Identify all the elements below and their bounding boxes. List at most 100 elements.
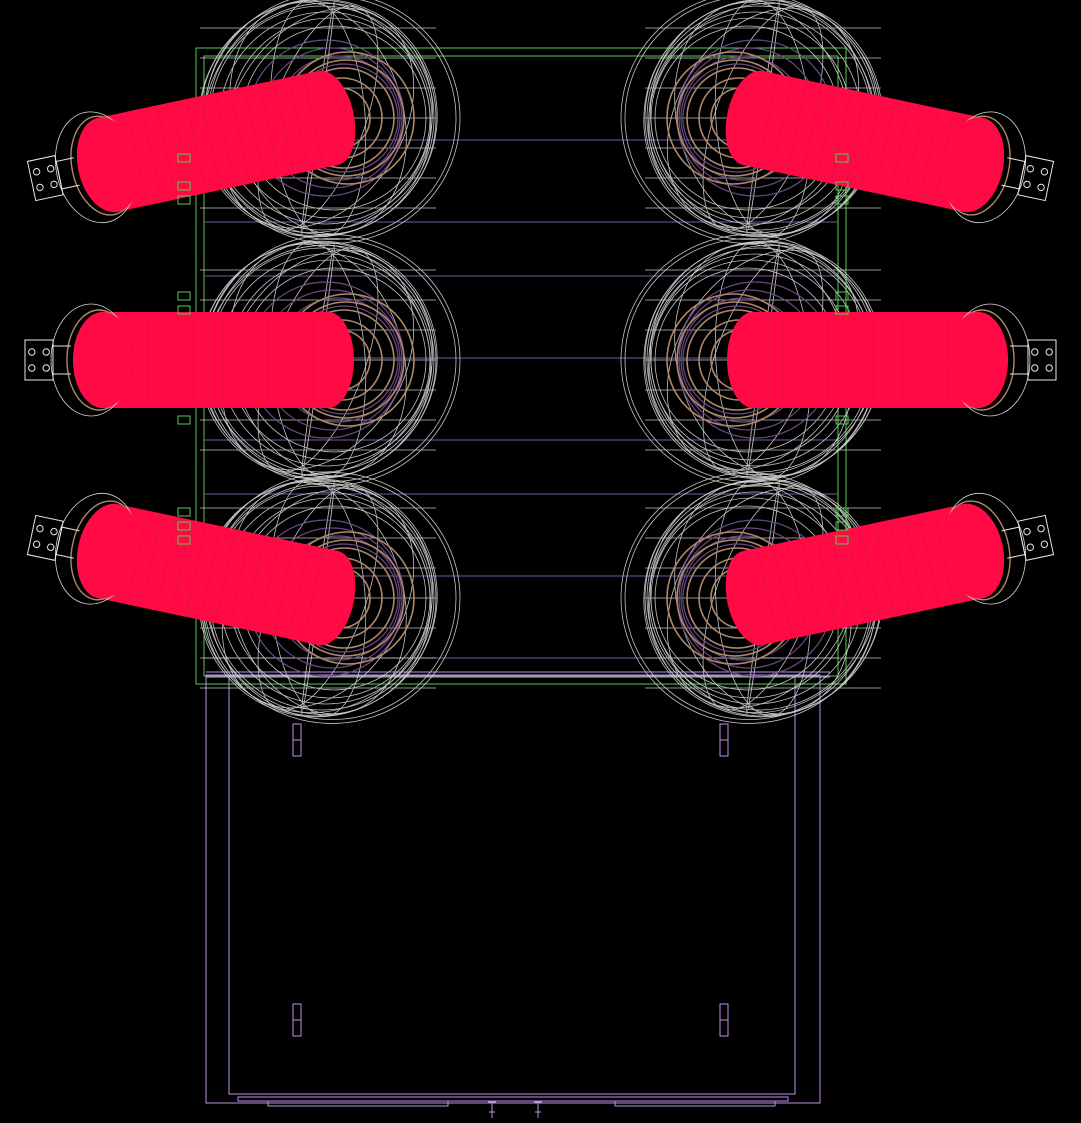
insulator-base [300,550,356,646]
shed-line [230,93,250,180]
insulator-cap-front [73,312,133,408]
bolt-right [835,153,849,163]
insulator-middle-left [24,303,354,417]
bolt-right [835,507,849,517]
insulator-base [725,550,781,646]
housing-meridian [203,482,433,714]
terminal-hole [1023,527,1031,536]
shed-line [157,109,177,196]
terminal-hole [1026,543,1035,551]
shed-line [215,533,235,620]
phase-lower-left [26,472,461,724]
shed-line [289,548,309,635]
terminal-hole [1031,348,1039,356]
insulator-base [725,70,781,166]
insulator-sheds [127,78,323,202]
bolt-right [835,305,849,315]
housing-meridian [650,243,876,477]
base-slot-1 [267,1100,449,1107]
shed-line [846,96,866,183]
terminal-hole [1040,540,1049,548]
terminal-plate [1017,155,1055,202]
terminal-hole [1023,180,1031,189]
shed-line [274,545,294,632]
base-rail [237,1096,789,1102]
bolt-right [835,195,849,205]
shed-line [289,81,309,168]
shed-line [831,536,851,623]
shed-line [831,93,851,180]
terminal-hole [32,540,41,548]
terminal-hole [28,348,36,356]
bolt-left [177,291,191,301]
shed-line [787,84,807,171]
shed-line [772,81,792,168]
insulator-sheds [127,514,323,638]
phase-lower-right [620,472,1055,724]
bolt-left [177,195,191,205]
insulator-body [97,71,338,212]
bolt-left [177,521,191,531]
terminal-hole [1045,348,1053,356]
shed-line [816,90,836,177]
terminal-plate [24,339,54,381]
shed-line [245,90,265,177]
terminal-hole [1037,183,1045,192]
terminal-hole [1037,524,1045,533]
insulator-body [97,504,338,645]
shed-line [303,551,323,638]
shed-line [186,526,206,614]
shed-line [230,536,250,623]
terminal-hole [46,543,55,551]
insulator-body [743,504,984,645]
terminal-hole [42,364,50,372]
terminal-plate [1027,339,1057,381]
phase-upper-right [620,0,1055,244]
housing-meridian [205,481,431,715]
shed-line [904,520,924,607]
bolt-left [177,535,191,545]
terminal-pad-lower-right [1001,514,1055,561]
flange-bolts [177,153,849,545]
shed-line [259,542,279,629]
terminal-hole [42,348,50,356]
shed-line [171,106,191,193]
shed-line [802,87,822,174]
terminal-plate [26,155,64,202]
insulator-sheds [132,316,314,404]
shed-line [201,529,221,617]
bolt-left [177,305,191,315]
insulator-cap-front [76,503,139,599]
shed-line [919,112,939,199]
terminal-pad-lower-left [26,514,80,561]
shed-line [904,109,924,196]
insulator-cap-front [76,117,139,213]
shed-line [215,96,235,183]
insulator-lower-left [26,492,356,646]
bolt-right [835,415,849,425]
insulator-sheds [758,514,954,638]
shed-line [772,548,792,635]
shed-line [802,542,822,629]
terminal-plate [1017,514,1055,561]
insulator-body [743,71,984,212]
phase-middle-left [24,234,461,486]
shed-line [890,523,910,610]
shed-line [919,517,939,604]
housing-meridian [648,482,878,714]
bolt-right [835,535,849,545]
shed-line [875,102,895,190]
drain-fitting-2 [534,1101,542,1118]
housing-meridian [203,244,433,476]
insulator-sheds [758,78,954,202]
terminal-hole [36,183,44,192]
insulator-cap-front [942,117,1005,213]
terminal-hole [1026,165,1035,173]
shed-line [245,539,265,626]
shed-line [303,78,323,165]
bolt-left [177,153,191,163]
shed-line [816,539,836,626]
shed-line [846,533,866,620]
bolt-right [835,291,849,301]
